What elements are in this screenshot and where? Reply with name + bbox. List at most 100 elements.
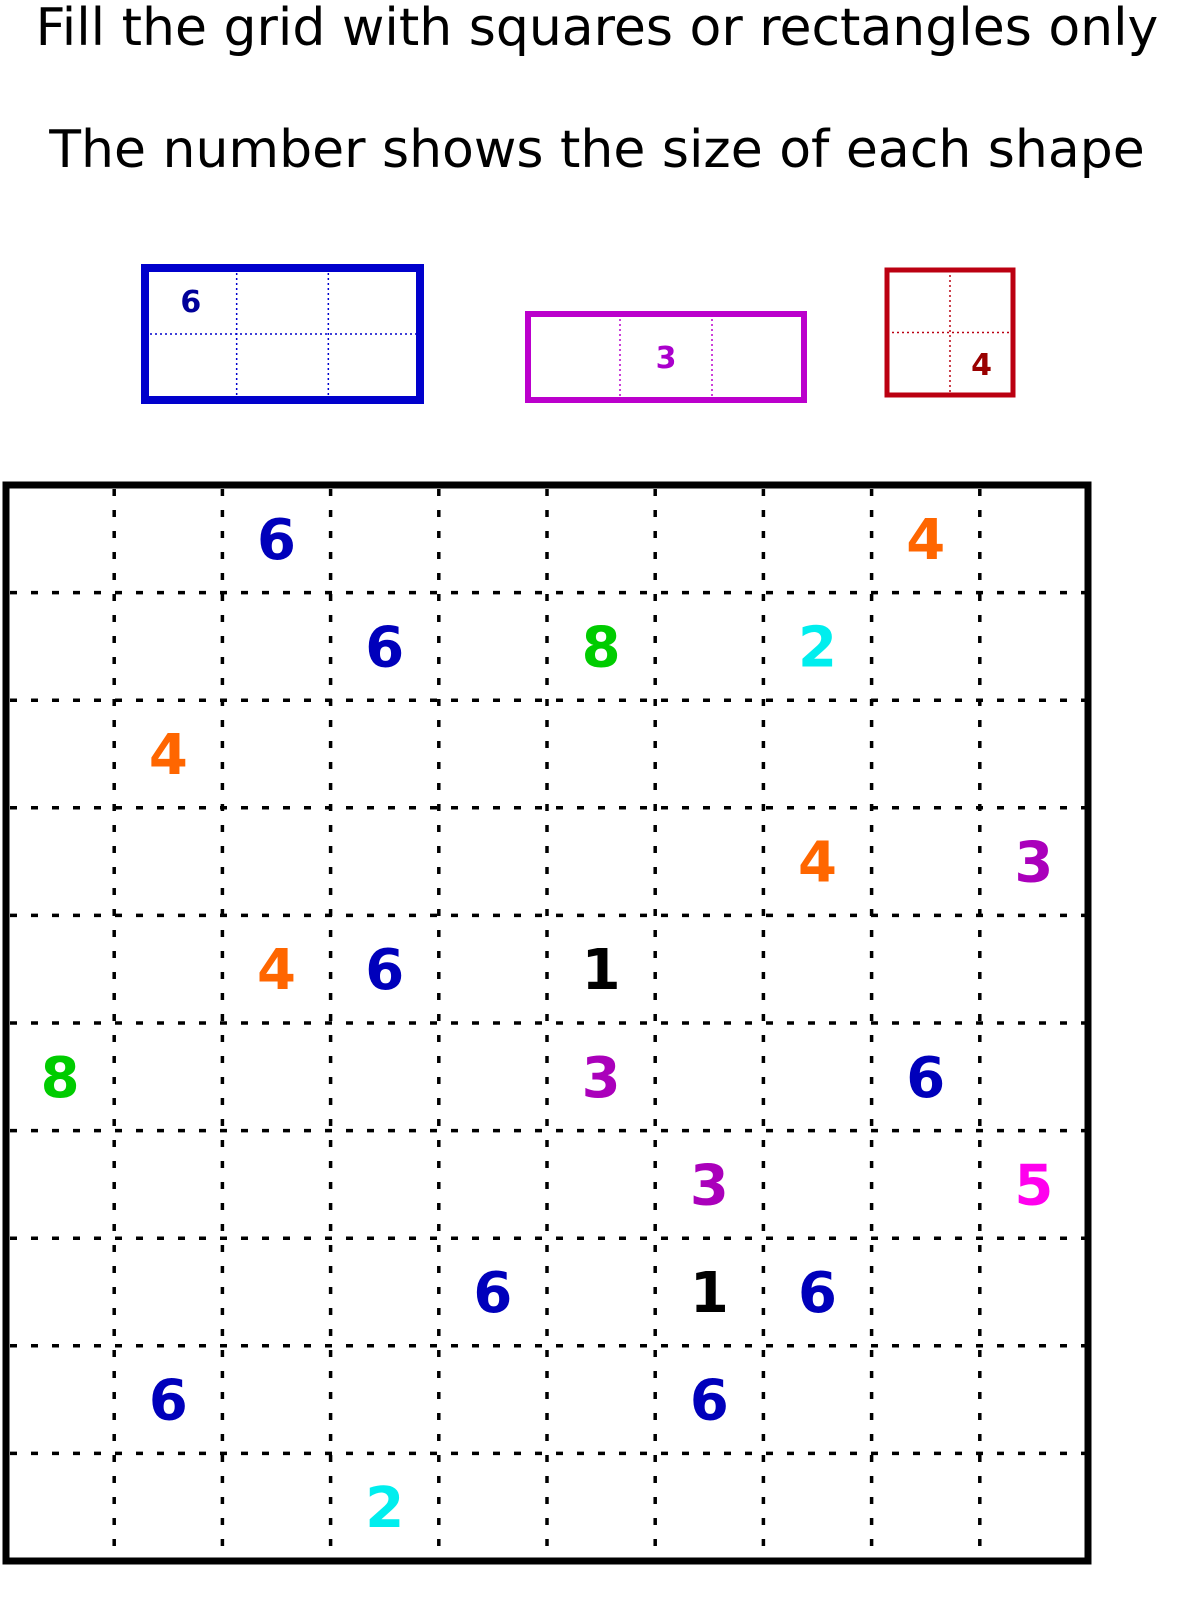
grid-cell-r2-c7[interactable] — [763, 700, 871, 808]
grid-cell-r9-c0[interactable] — [6, 1453, 114, 1561]
grid-cell-r8-c7[interactable] — [763, 1346, 871, 1454]
example-number: 4 — [971, 348, 992, 383]
grid-cell-r8-c4[interactable] — [439, 1346, 547, 1454]
grid-cell-r4-c8[interactable] — [872, 915, 980, 1023]
grid-cell-r7-c8[interactable] — [872, 1238, 980, 1346]
grid-cell-r2-c9[interactable] — [980, 700, 1088, 808]
grid-cell-r7-c9[interactable] — [980, 1238, 1088, 1346]
grid-cell-r7-c5[interactable] — [547, 1238, 655, 1346]
grid-cell-r8-c9[interactable] — [980, 1346, 1088, 1454]
grid-cell-r7-c0[interactable] — [6, 1238, 114, 1346]
clue-number: 6 — [906, 1046, 945, 1111]
grid-cell-r5-c2[interactable] — [222, 1023, 330, 1131]
example-number: 6 — [180, 285, 201, 320]
grid-cell-r9-c6[interactable] — [655, 1453, 763, 1561]
grid-cell-r4-c9[interactable] — [980, 915, 1088, 1023]
grid-cell-r7-c2[interactable] — [222, 1238, 330, 1346]
grid-cell-r0-c7[interactable] — [763, 485, 871, 593]
grid-cell-r8-c0[interactable] — [6, 1346, 114, 1454]
instruction-line-2: The number shows the size of each shape — [49, 120, 1145, 180]
grid-cell-r2-c8[interactable] — [872, 700, 980, 808]
grid-cell-r1-c9[interactable] — [980, 593, 1088, 701]
grid-cell-r5-c1[interactable] — [114, 1023, 222, 1131]
grid-cell-r0-c3[interactable] — [331, 485, 439, 593]
instruction-line-1: Fill the grid with squares or rectangles… — [35, 0, 1159, 58]
clue-number: 4 — [257, 938, 296, 1003]
grid-cell-r3-c0[interactable] — [6, 808, 114, 916]
grid-cell-r9-c9[interactable] — [980, 1453, 1088, 1561]
grid-cell-r9-c8[interactable] — [872, 1453, 980, 1561]
example-outline — [141, 264, 424, 404]
grid-cell-r8-c3[interactable] — [331, 1346, 439, 1454]
grid-cell-r6-c8[interactable] — [872, 1131, 980, 1239]
grid-cell-r8-c2[interactable] — [222, 1346, 330, 1454]
clue-number: 8 — [582, 615, 621, 680]
example-shapes: 6 3 4 — [141, 264, 1016, 404]
grid-cell-r2-c6[interactable] — [655, 700, 763, 808]
grid-cell-r9-c1[interactable] — [114, 1453, 222, 1561]
grid-cell-r5-c9[interactable] — [980, 1023, 1088, 1131]
grid-cell-r1-c0[interactable] — [6, 593, 114, 701]
grid-cell-r3-c2[interactable] — [222, 808, 330, 916]
clue-number: 3 — [582, 1046, 621, 1111]
grid-cell-r6-c1[interactable] — [114, 1131, 222, 1239]
clue-number: 3 — [1014, 831, 1053, 896]
example-square-4: 4 — [884, 267, 1016, 398]
grid-cell-r9-c4[interactable] — [439, 1453, 547, 1561]
grid-cell-r8-c5[interactable] — [547, 1346, 655, 1454]
grid-cell-r5-c7[interactable] — [763, 1023, 871, 1131]
grid-cell-r6-c5[interactable] — [547, 1131, 655, 1239]
grid-cell-r3-c8[interactable] — [872, 808, 980, 916]
grid-cell-r3-c4[interactable] — [439, 808, 547, 916]
grid-cell-r7-c1[interactable] — [114, 1238, 222, 1346]
grid-cell-r4-c1[interactable] — [114, 915, 222, 1023]
grid-cell-r4-c0[interactable] — [6, 915, 114, 1023]
grid-border — [2, 481, 1092, 1565]
grid-cell-r1-c6[interactable] — [655, 593, 763, 701]
clue-number: 5 — [1014, 1153, 1053, 1218]
grid-cell-r3-c3[interactable] — [331, 808, 439, 916]
example-number: 3 — [656, 341, 677, 376]
grid-cell-r0-c1[interactable] — [114, 485, 222, 593]
grid-cell-r0-c0[interactable] — [6, 485, 114, 593]
grid-cell-r0-c5[interactable] — [547, 485, 655, 593]
grid-cell-r5-c4[interactable] — [439, 1023, 547, 1131]
grid-cell-r2-c3[interactable] — [331, 700, 439, 808]
grid-cell-r6-c3[interactable] — [331, 1131, 439, 1239]
grid-cell-r4-c4[interactable] — [439, 915, 547, 1023]
grid-cell-r5-c3[interactable] — [331, 1023, 439, 1131]
grid-cell-r1-c2[interactable] — [222, 593, 330, 701]
grid-cell-r2-c2[interactable] — [222, 700, 330, 808]
grid-cell-r9-c7[interactable] — [763, 1453, 871, 1561]
grid-cell-r3-c5[interactable] — [547, 808, 655, 916]
grid-cell-r8-c8[interactable] — [872, 1346, 980, 1454]
clue-number: 3 — [690, 1153, 729, 1218]
clue-number: 6 — [690, 1369, 729, 1434]
grid-cell-r6-c2[interactable] — [222, 1131, 330, 1239]
grid-cell-r6-c0[interactable] — [6, 1131, 114, 1239]
clue-number: 1 — [582, 938, 621, 1003]
grid-cell-r7-c3[interactable] — [331, 1238, 439, 1346]
grid-cell-r9-c2[interactable] — [222, 1453, 330, 1561]
grid-cell-r1-c8[interactable] — [872, 593, 980, 701]
grid-cell-r4-c7[interactable] — [763, 915, 871, 1023]
grid-cell-r3-c6[interactable] — [655, 808, 763, 916]
grid-cell-r2-c5[interactable] — [547, 700, 655, 808]
grid-cell-r6-c7[interactable] — [763, 1131, 871, 1239]
example-outline — [884, 267, 1016, 398]
grid-cell-r0-c6[interactable] — [655, 485, 763, 593]
grid-cell-r6-c4[interactable] — [439, 1131, 547, 1239]
grid-cell-r1-c1[interactable] — [114, 593, 222, 701]
grid-cell-r5-c6[interactable] — [655, 1023, 763, 1131]
grid-cell-r9-c5[interactable] — [547, 1453, 655, 1561]
grid-cell-r2-c0[interactable] — [6, 700, 114, 808]
clue-number: 6 — [257, 508, 296, 573]
grid-cell-r3-c1[interactable] — [114, 808, 222, 916]
grid-cell-r0-c9[interactable] — [980, 485, 1088, 593]
grid-cell-r2-c4[interactable] — [439, 700, 547, 808]
grid-cell-r1-c4[interactable] — [439, 593, 547, 701]
clue-number: 4 — [906, 508, 945, 573]
grid-cell-r0-c4[interactable] — [439, 485, 547, 593]
grid-cell-r4-c6[interactable] — [655, 915, 763, 1023]
